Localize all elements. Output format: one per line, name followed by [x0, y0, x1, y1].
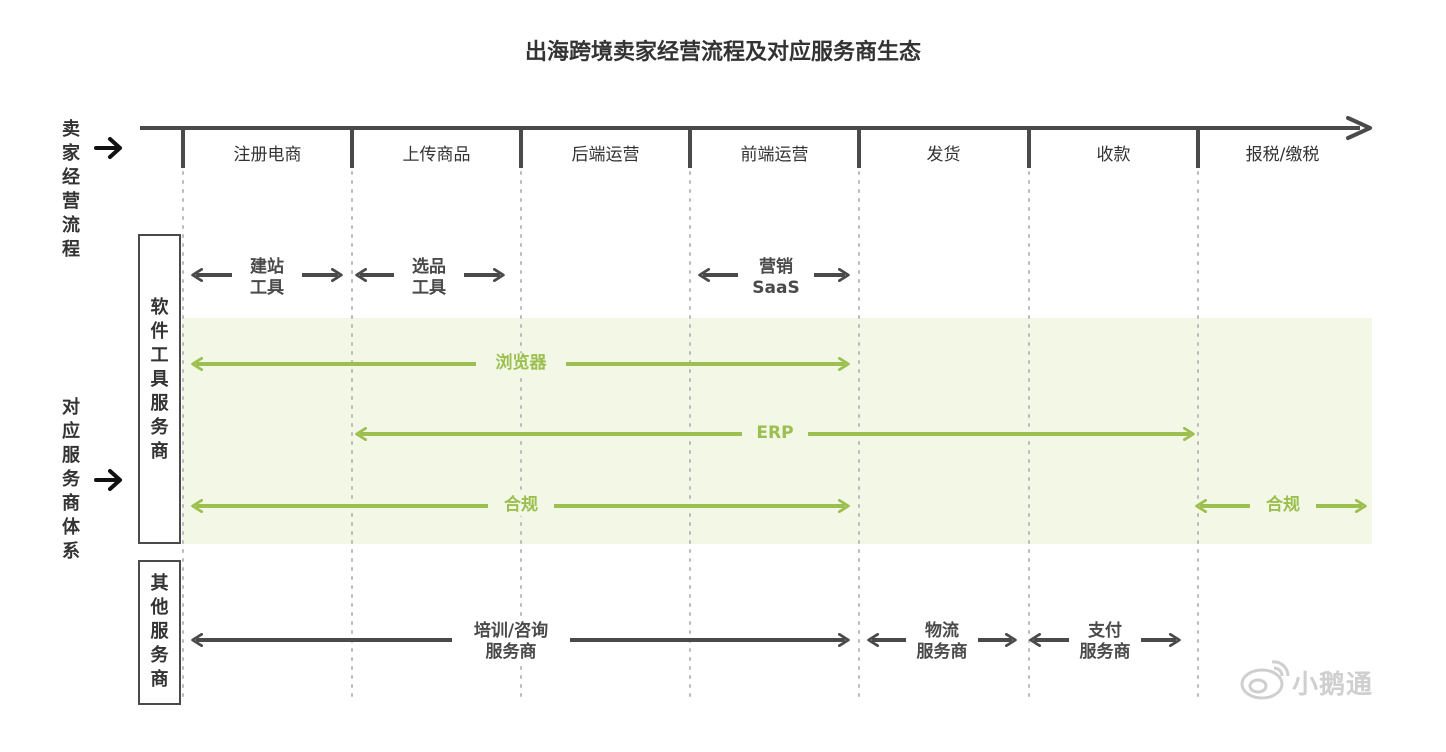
- label-line: SaaS: [752, 278, 800, 298]
- side-label-service-system: 对 应 服 务 商 体 系: [57, 396, 85, 564]
- label-line: 营销: [759, 257, 793, 277]
- watermark: 小鹅通: [1240, 660, 1410, 700]
- side-char: 卖: [62, 119, 80, 140]
- timeline-ticks: [181, 128, 1200, 168]
- side-char: 流: [62, 215, 80, 236]
- label-compliance-1: 合规: [488, 495, 554, 516]
- group-char: 服: [150, 393, 169, 414]
- group-char: 他: [150, 597, 169, 618]
- label-training: 培训/咨询 服务商: [452, 621, 570, 663]
- diagram-title: 出海跨境卖家经营流程及对应服务商生态: [524, 40, 921, 65]
- stage-register: 注册电商: [233, 145, 302, 165]
- stage-backend: 后端运营: [571, 145, 640, 165]
- group-char: 商: [150, 441, 169, 462]
- group-char: 务: [150, 645, 169, 666]
- group-char: 务: [150, 417, 169, 438]
- label-line: 培训/咨询: [473, 621, 549, 641]
- side-char: 对: [62, 397, 80, 418]
- timeline-arrowhead: [1346, 116, 1372, 140]
- label-line: 工具: [412, 278, 446, 298]
- label-line: 服务商: [916, 642, 968, 662]
- label-line: 服务商: [1079, 642, 1131, 662]
- side-char: 体: [62, 517, 80, 538]
- side-arrow-seller: [94, 137, 122, 159]
- label-compliance-2: 合规: [1250, 495, 1316, 516]
- label-line: 支付: [1088, 621, 1122, 641]
- side-char: 务: [62, 469, 80, 490]
- label-line: 服务商: [485, 642, 537, 662]
- group-char: 软: [150, 297, 169, 318]
- group-char: 其: [150, 573, 169, 594]
- watermark-icon: [1240, 660, 1290, 700]
- label-marketing: 营销 SaaS: [738, 257, 814, 299]
- label-line: 选品: [412, 257, 446, 277]
- label-product-selection: 选品 工具: [394, 257, 464, 299]
- side-arrow-service: [94, 469, 122, 491]
- label-browser: 浏览器: [476, 353, 566, 374]
- side-char: 经: [62, 167, 80, 188]
- label-line: 物流: [925, 621, 959, 641]
- stage-payment: 收款: [1096, 145, 1131, 165]
- watermark-text: 小鹅通: [1292, 670, 1374, 700]
- group-char: 件: [150, 321, 169, 342]
- group-char: 商: [150, 669, 169, 690]
- label-logistics: 物流 服务商: [906, 621, 978, 663]
- side-char: 程: [62, 239, 80, 260]
- group-box-other: 其 他 服 务 商: [138, 560, 181, 705]
- side-char: 系: [62, 541, 80, 562]
- side-char: 应: [62, 421, 80, 442]
- side-char: 营: [62, 191, 80, 212]
- stage-frontend: 前端运营: [740, 145, 809, 165]
- label-site-builder: 建站 工具: [232, 257, 302, 299]
- stage-shipping: 发货: [926, 145, 961, 165]
- side-char: 家: [62, 143, 80, 164]
- group-box-software: 软 件 工 具 服 务 商: [138, 234, 181, 544]
- label-erp: ERP: [742, 423, 808, 444]
- label-line: 建站: [250, 257, 284, 277]
- label-payment-service: 支付 服务商: [1069, 621, 1141, 663]
- label-line: 工具: [250, 278, 284, 298]
- side-char: 商: [62, 493, 80, 514]
- stage-upload: 上传商品: [402, 145, 471, 165]
- side-char: 服: [62, 445, 80, 466]
- group-char: 服: [150, 621, 169, 642]
- side-label-seller-flow: 卖 家 经 营 流 程: [57, 118, 85, 262]
- group-char: 工: [150, 345, 169, 366]
- stage-tax: 报税/缴税: [1245, 145, 1320, 165]
- group-char: 具: [150, 369, 169, 390]
